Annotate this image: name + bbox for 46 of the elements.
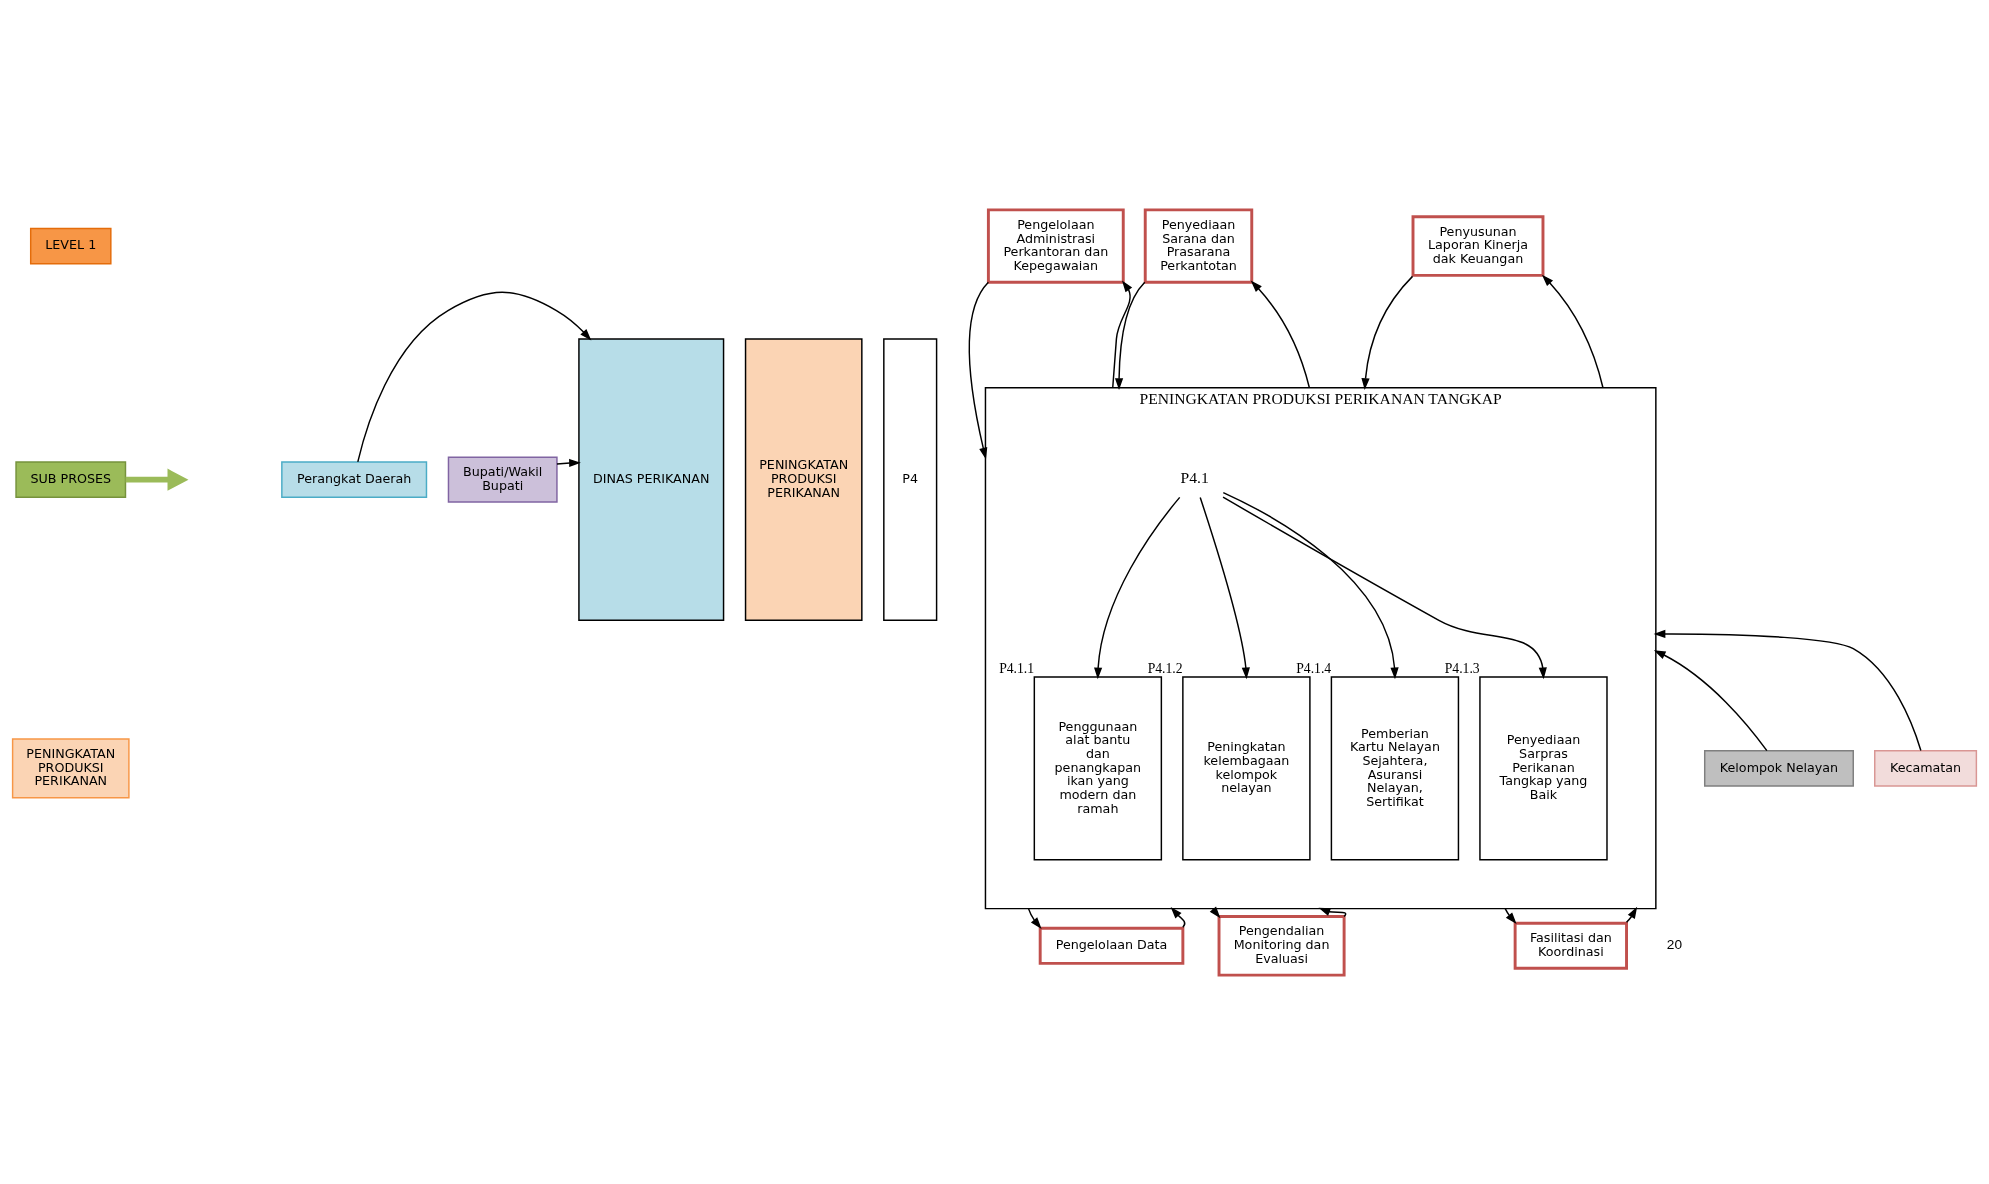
node-box: Pengelolaan Data (1038, 926, 1185, 965)
node-box: Penggunaan alat bantu dan penangkapan ikan yang modern dan ramah (1033, 675, 1163, 860)
arrow (357, 291, 592, 463)
node-box: Perangkat Daerah (281, 460, 428, 498)
arrow (1318, 907, 1347, 917)
arrow (1027, 907, 1042, 929)
node-box: Penyusunan Laporan Kinerja dak Keuangan (1411, 214, 1545, 277)
arrow (1653, 649, 1768, 751)
arrow (1112, 279, 1133, 388)
node-box: Pengendalian Monitoring dan Evaluasi (1217, 914, 1346, 977)
arrow (556, 458, 581, 467)
node-label: P4.1.2 (1147, 660, 1183, 676)
node-label: P4.1.3 (1444, 660, 1480, 676)
arrow (1170, 906, 1186, 928)
arrow (1504, 907, 1517, 924)
arrow (1114, 281, 1146, 390)
node-box: P4 (883, 337, 938, 621)
node-label: P4.1.4 (1296, 660, 1332, 676)
arrow (1222, 491, 1399, 679)
node-box: Pengelolaan Administrasi Perkantoran dan Kepegawaian (986, 207, 1125, 284)
node-box: Penyediaan Sarpras Perikanan Tangkap yang Baik (1479, 675, 1608, 860)
arrow (125, 468, 189, 491)
node-box: PENINGKATAN PRODUKSI PERIKANAN (11, 737, 130, 798)
node-box: Pemberian Kartu Nelayan Sejahtera, Asuransi Nelayan, Sertifikat (1330, 675, 1460, 860)
node-label: P4.1.1 (999, 660, 1035, 676)
arrow (1199, 496, 1250, 679)
node-box: SUB PROSES (15, 460, 127, 498)
arrow (1250, 280, 1311, 388)
node-box: PENINGKATAN PRODUKSI PERIKANAN (744, 337, 863, 621)
arrow (968, 281, 990, 459)
node-box: Kelompok Nelayan (1703, 749, 1854, 787)
node-box: Bupati/Wakil Bupati (447, 455, 558, 503)
node-box: LEVEL 1 (29, 227, 112, 264)
node-box: Penyediaan Sarana dan Prasarana Perkantotan (1143, 207, 1254, 284)
arrow (1222, 495, 1547, 679)
node-box: DINAS PERIKANAN (578, 337, 725, 621)
arrow (1361, 275, 1414, 390)
arrow (1653, 629, 1922, 751)
node-box: Peningkatan kelembagaan kelompok nelayan (1182, 675, 1311, 860)
label: 20 (1666, 936, 1683, 952)
arrow (1541, 274, 1604, 388)
node-box: Kecamatan (1874, 749, 1978, 787)
arrow (1094, 496, 1181, 679)
node-box: Fasilitasi dan Koordinasi (1513, 921, 1628, 970)
arrow (1625, 906, 1638, 923)
node-text: P4.1 (1180, 468, 1209, 486)
